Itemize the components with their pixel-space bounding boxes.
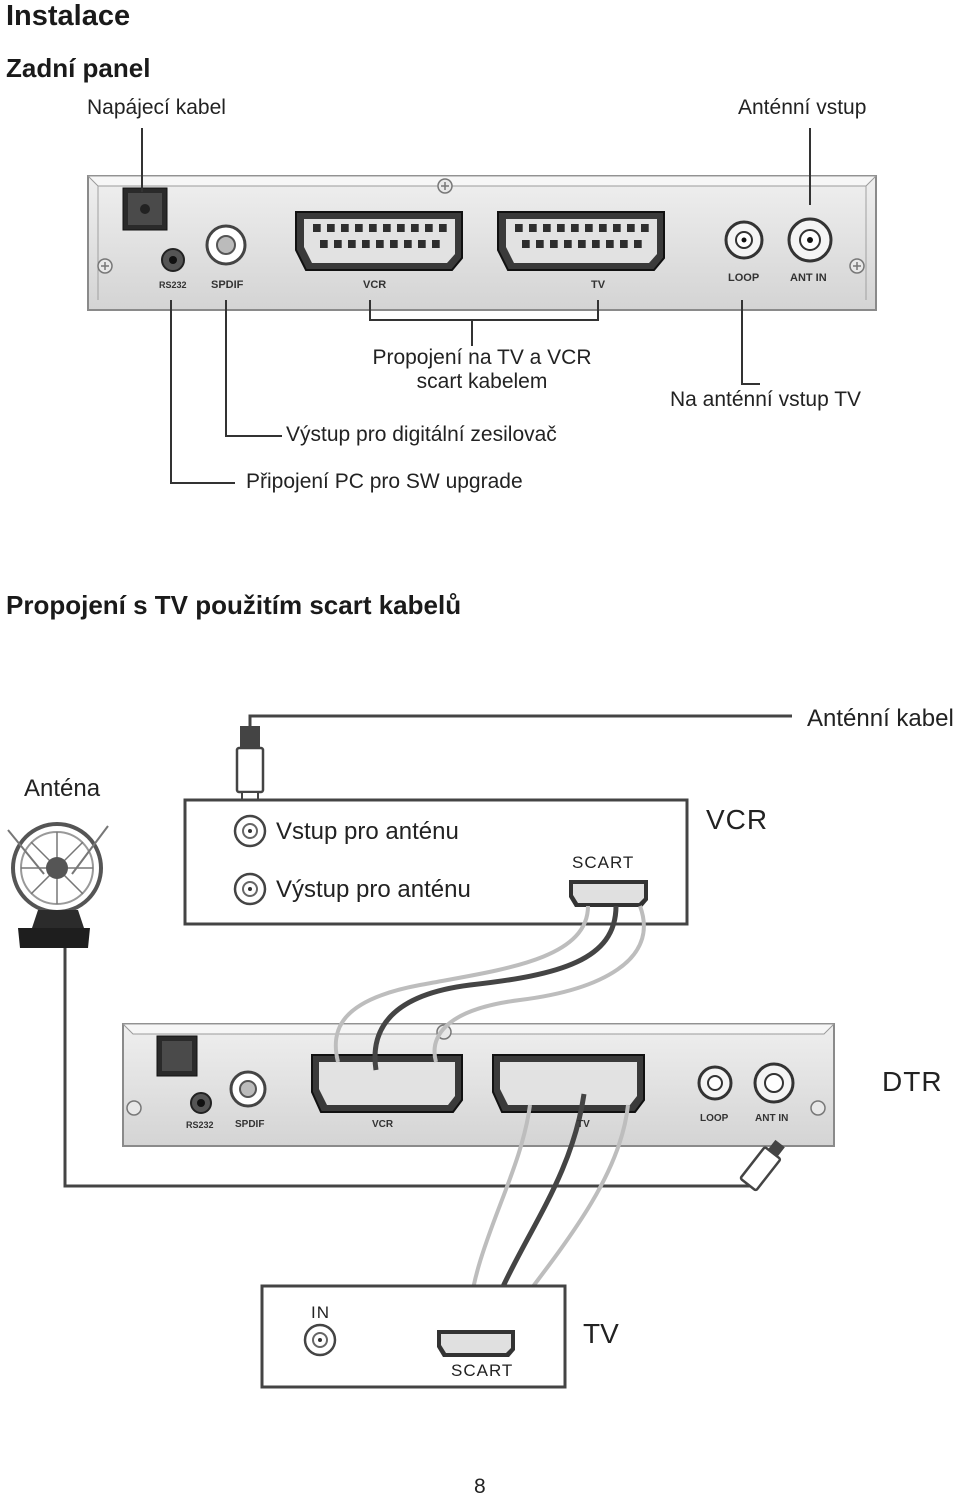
antenna-to-dtr-cable <box>63 948 760 1188</box>
leader-lines <box>141 128 811 484</box>
scart-pin <box>522 240 530 248</box>
scart-pin <box>383 224 391 232</box>
scart-connection-line2: scart kabelem <box>416 370 548 393</box>
dtr-label: DTR <box>882 1066 943 1097</box>
scart-pin <box>348 240 356 248</box>
port-label-spdif: SPDIF <box>211 279 244 291</box>
scart-pin <box>634 240 642 248</box>
scart-pin <box>571 224 579 232</box>
antenna-in-label: Vstup pro anténu <box>276 818 459 845</box>
scart-pin <box>411 224 419 232</box>
scart-section-heading: Propojení s TV použitím scart kabelů <box>6 590 462 620</box>
scart-pin <box>599 224 607 232</box>
scart-pin <box>557 224 565 232</box>
pc-connection-label: Připojení PC pro SW upgrade <box>246 470 523 493</box>
tv-scart-label: SCART <box>451 1361 514 1380</box>
scart-pin <box>627 224 635 232</box>
scart-pin <box>418 240 426 248</box>
dtr-panel-device <box>121 1023 836 1192</box>
antenna-input-label: Anténní vstup <box>738 96 867 119</box>
scart-pin <box>515 224 523 232</box>
antenna-cable-label: Anténní kabel <box>807 705 954 732</box>
scart-pin <box>536 240 544 248</box>
scart-pin <box>376 240 384 248</box>
antenna-cable <box>235 714 792 805</box>
scart-pin <box>550 240 558 248</box>
rear-panel-device <box>86 175 878 311</box>
scart-pin <box>390 240 398 248</box>
scart-pin <box>320 240 328 248</box>
vcr-label: VCR <box>706 804 769 835</box>
power-cable-label: Napájecí kabel <box>87 96 226 119</box>
antenna-out-label: Výstup pro anténu <box>276 876 471 903</box>
dtr-port-label-tv: TV <box>577 1119 590 1130</box>
scart-pin <box>432 240 440 248</box>
digital-amp-output-label: Výstup pro digitální zesilovač <box>286 423 557 446</box>
scart-pin <box>341 224 349 232</box>
port-label-rs232: RS232 <box>159 280 187 290</box>
antenna-label: Anténa <box>24 775 101 802</box>
scart-pin <box>564 240 572 248</box>
page-title: Instalace <box>6 0 131 32</box>
scart-pin <box>439 224 447 232</box>
scart-pin <box>641 224 649 232</box>
scart-pin <box>578 240 586 248</box>
scart-connection-line1: Propojení na TV a VCR <box>372 346 592 369</box>
dtr-port-label-ant-in: ANT IN <box>755 1113 789 1124</box>
scart-pin <box>620 240 628 248</box>
dtr-port-label-vcr: VCR <box>372 1119 394 1130</box>
tv-label: TV <box>583 1318 619 1349</box>
scart-pin <box>369 224 377 232</box>
scart-pin <box>543 224 551 232</box>
port-label-loop: LOOP <box>728 272 760 284</box>
scart-pin <box>613 224 621 232</box>
scart-pin <box>313 224 321 232</box>
dtr-port-label-rs232: RS232 <box>186 1120 214 1130</box>
scart-pin <box>585 224 593 232</box>
tv-in-label: IN <box>311 1303 330 1322</box>
dtr-port-label-spdif: SPDIF <box>235 1119 265 1130</box>
scart-pin <box>355 224 363 232</box>
scart-pin <box>404 240 412 248</box>
scart-pin <box>327 224 335 232</box>
vcr-box <box>183 798 689 926</box>
scart-pin <box>334 240 342 248</box>
vcr-scart-label: SCART <box>572 853 635 872</box>
tv-antenna-input-label: Na anténní vstup TV <box>670 388 862 411</box>
tv-box <box>260 1284 567 1389</box>
port-label-vcr: VCR <box>363 279 387 291</box>
scart-pin <box>529 224 537 232</box>
scart-pin <box>592 240 600 248</box>
port-label-ant-in: ANT IN <box>790 272 827 284</box>
scart-pin <box>397 224 405 232</box>
rear-panel-heading: Zadní panel <box>6 53 151 83</box>
dtr-port-label-loop: LOOP <box>700 1113 729 1124</box>
page-number: 8 <box>474 1475 486 1498</box>
scart-connection-label: Propojení na TV a VCR scart kabelem <box>332 346 632 394</box>
scart-pin <box>362 240 370 248</box>
scart-pin <box>425 224 433 232</box>
antenna-drawing <box>7 822 109 948</box>
scart-pin <box>606 240 614 248</box>
port-label-tv: TV <box>591 279 606 291</box>
